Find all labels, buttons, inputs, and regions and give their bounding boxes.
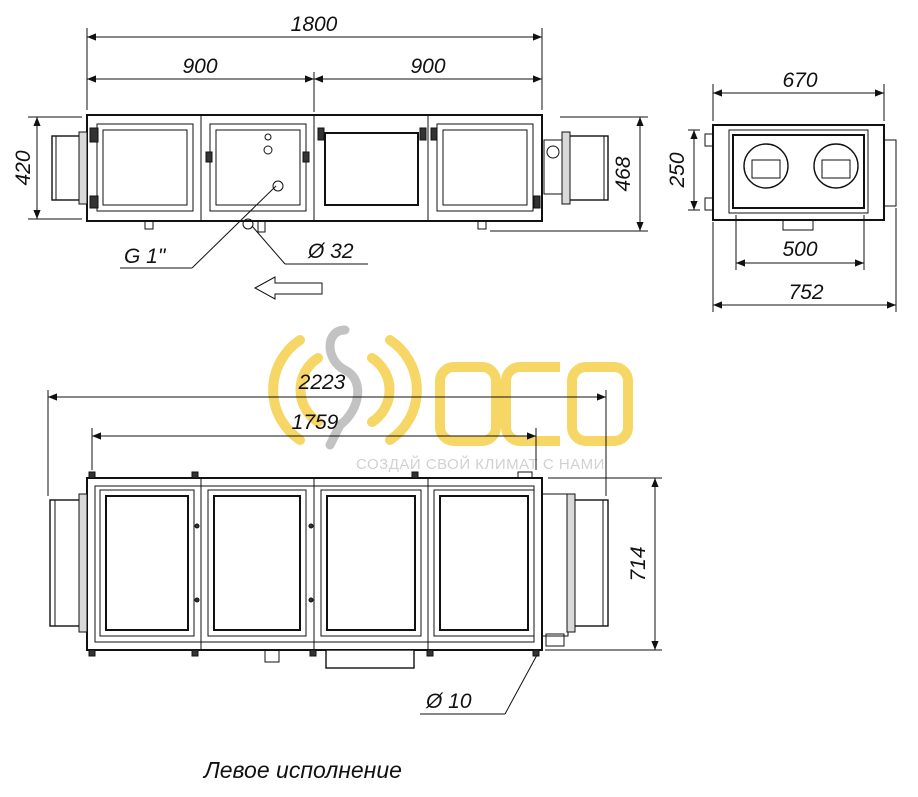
dim-overall-length: 2223	[298, 371, 346, 394]
dim-overall-width: 1800	[291, 13, 338, 36]
dim-left-half: 900	[182, 55, 217, 78]
dim-depth: 714	[627, 546, 650, 581]
front-right-duct	[567, 135, 609, 201]
front-left-duct	[51, 135, 83, 201]
plan-panel	[433, 489, 535, 637]
watermark-logo-icon	[268, 325, 633, 450]
dim-side-width: 670	[782, 69, 817, 92]
dim-side-total: 752	[788, 281, 823, 304]
dim-height-supports: 468	[612, 156, 635, 191]
plan-panel	[207, 489, 307, 637]
label-pipe: G 1"	[124, 245, 167, 268]
dim-duct-center: 250	[666, 152, 689, 188]
dim-right-half: 900	[410, 55, 445, 78]
airflow-arrow-icon	[253, 276, 323, 300]
dim-height: 420	[12, 150, 35, 185]
plan-panel	[99, 489, 195, 637]
front-access-hatch	[324, 132, 419, 206]
side-duct-left	[743, 143, 789, 189]
plan-view: 2223 1759 714 Ø 10	[47, 371, 662, 715]
dim-duct-span: 500	[782, 238, 817, 261]
front-panel	[209, 123, 307, 212]
watermark: СОЗДАЙ СВОЙ КЛИМАТ С НАМИ	[268, 325, 633, 473]
label-hole: Ø 10	[425, 690, 472, 713]
plan-panel	[320, 489, 422, 637]
front-panel	[96, 123, 194, 212]
drawing-caption: Левое исполнение	[202, 757, 402, 783]
plan-drain-tray	[325, 649, 415, 669]
front-panel	[436, 123, 534, 212]
front-view: 1800 900 900 420 468 G 1" Ø 32	[12, 13, 648, 300]
side-duct-right	[813, 143, 859, 189]
dim-body-length: 1759	[292, 411, 339, 434]
watermark-tagline: СОЗДАЙ СВОЙ КЛИМАТ С НАМИ	[356, 455, 605, 473]
label-drain: Ø 32	[307, 240, 354, 263]
side-view: 670 250 500 752	[666, 69, 897, 312]
side-housing	[712, 124, 885, 221]
